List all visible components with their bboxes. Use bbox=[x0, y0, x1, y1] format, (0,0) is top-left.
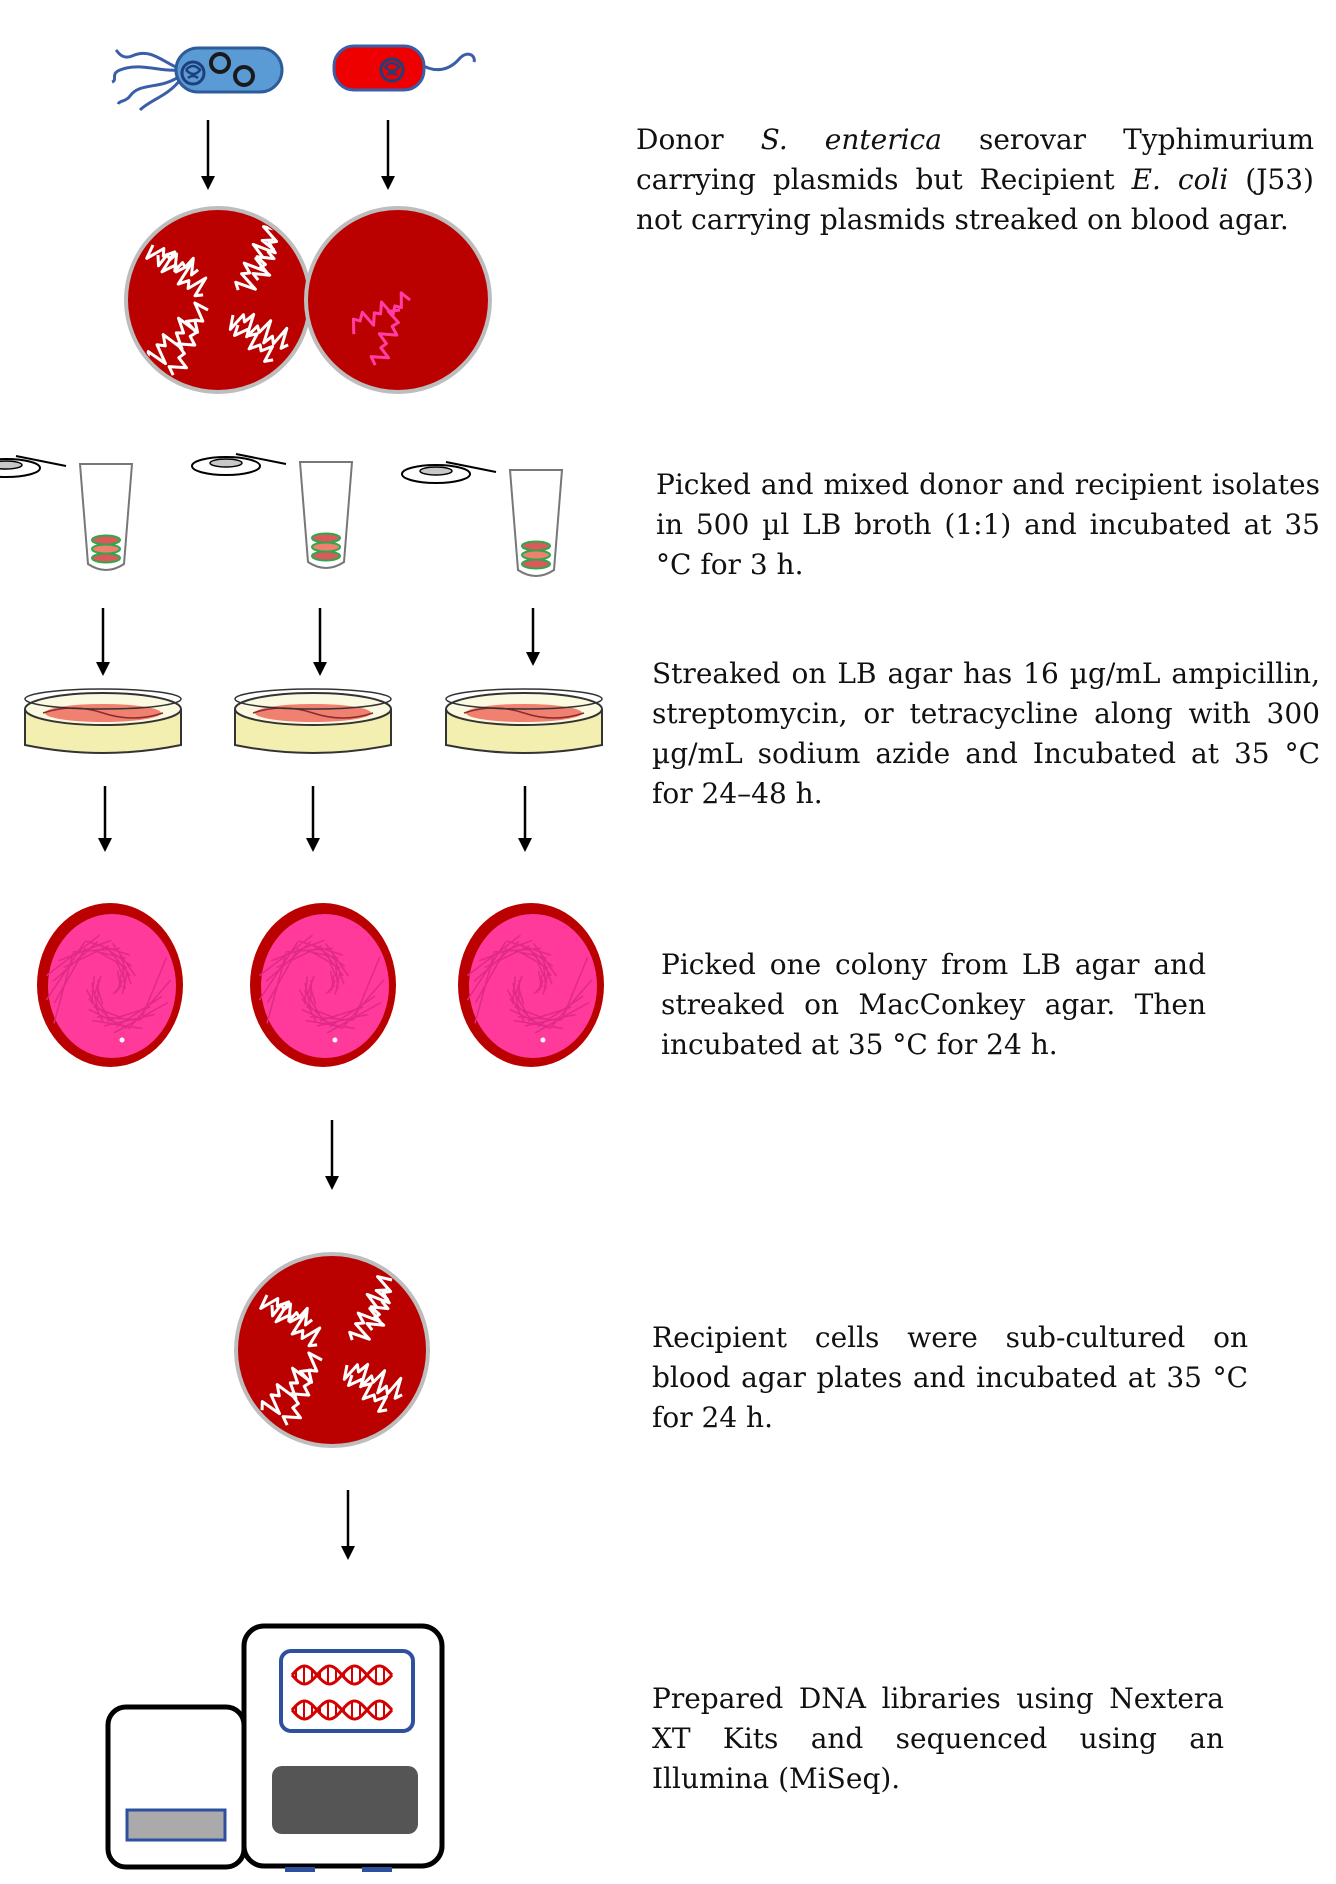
text-run: Streaked on LB agar has 16 µg/mL ampicil… bbox=[652, 657, 1320, 810]
text-run: Picked one colony from LB agar and strea… bbox=[661, 948, 1206, 1061]
blood-agar-plate-donor bbox=[124, 206, 312, 394]
text-run: Donor bbox=[636, 123, 761, 156]
text-run: Picked and mixed donor and recipient iso… bbox=[656, 468, 1320, 581]
down-arrow-icon bbox=[518, 786, 532, 852]
text-run: Recipient cells were sub-cultured on blo… bbox=[652, 1321, 1248, 1434]
down-arrow-icon bbox=[341, 1490, 355, 1560]
macconkey-plate-icon bbox=[250, 903, 396, 1067]
dna-icon bbox=[290, 1664, 394, 1721]
lb-agar-petri-dish-icon bbox=[445, 688, 603, 754]
down-arrow-icon bbox=[526, 608, 540, 666]
macconkey-plate-icon bbox=[458, 903, 604, 1067]
step-2-text: Picked and mixed donor and recipient iso… bbox=[656, 465, 1320, 585]
down-arrow-icon bbox=[325, 1120, 339, 1190]
microcentrifuge-tube-icon bbox=[0, 455, 134, 571]
blood-agar-plate-recipient bbox=[304, 206, 492, 394]
macconkey-plate-icon bbox=[37, 903, 183, 1067]
lb-agar-petri-dish-icon bbox=[24, 688, 182, 754]
step-5-text: Recipient cells were sub-cultured on blo… bbox=[652, 1318, 1248, 1438]
down-arrow-icon bbox=[313, 608, 327, 676]
text-run: (J53) not carrying plasmids streaked on … bbox=[636, 163, 1314, 236]
text-run: serovar Typhimurium carrying plasmids bu… bbox=[636, 123, 1315, 196]
lb-agar-petri-dish-icon bbox=[234, 688, 392, 754]
microcentrifuge-tube-icon bbox=[191, 453, 354, 569]
species-name: S. enterica bbox=[760, 123, 942, 156]
donor-bacterium-icon bbox=[111, 46, 284, 112]
species-name: E. coli bbox=[1131, 163, 1229, 196]
recipient-bacterium-icon bbox=[332, 44, 476, 92]
down-arrow-icon bbox=[306, 786, 320, 852]
down-arrow-icon bbox=[201, 120, 215, 190]
step-1-text: Donor S. enterica serovar Typhimurium ca… bbox=[636, 120, 1314, 240]
text-run: Prepared DNA libraries using Nextera XT … bbox=[652, 1682, 1224, 1795]
step-3-text: Streaked on LB agar has 16 µg/mL ampicil… bbox=[652, 654, 1320, 814]
sequencer-icon bbox=[105, 1623, 445, 1872]
blood-agar-plate-subculture bbox=[234, 1252, 430, 1448]
down-arrow-icon bbox=[96, 608, 110, 676]
step-4-text: Picked one colony from LB agar and strea… bbox=[661, 945, 1206, 1065]
down-arrow-icon bbox=[381, 120, 395, 190]
step-6-text: Prepared DNA libraries using Nextera XT … bbox=[652, 1679, 1224, 1799]
down-arrow-icon bbox=[98, 786, 112, 852]
microcentrifuge-tube-icon bbox=[401, 461, 564, 577]
